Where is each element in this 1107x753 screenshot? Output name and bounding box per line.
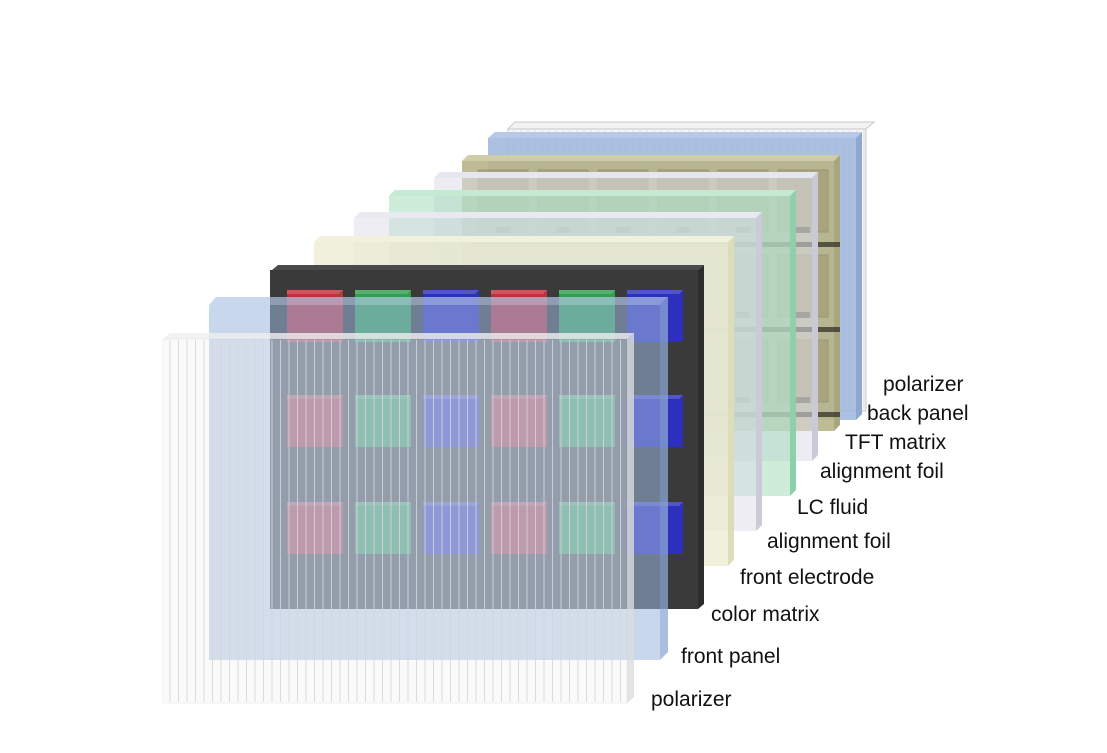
label-front-panel: front panel: [681, 645, 780, 668]
front-polarizer-layer: [162, 333, 634, 704]
label-tft-matrix: TFT matrix: [845, 431, 947, 454]
label-back-alignment-foil: alignment foil: [820, 460, 944, 483]
label-front-polarizer: polarizer: [651, 688, 732, 711]
label-back-polarizer: polarizer: [883, 373, 964, 396]
label-back-panel: back panel: [867, 402, 969, 425]
front-panel-layer: [209, 297, 668, 660]
label-lc-fluid: LC fluid: [797, 496, 868, 519]
label-front-electrode: front electrode: [740, 566, 874, 589]
label-color-matrix: color matrix: [711, 603, 820, 626]
label-front-alignment-foil: alignment foil: [767, 530, 891, 553]
